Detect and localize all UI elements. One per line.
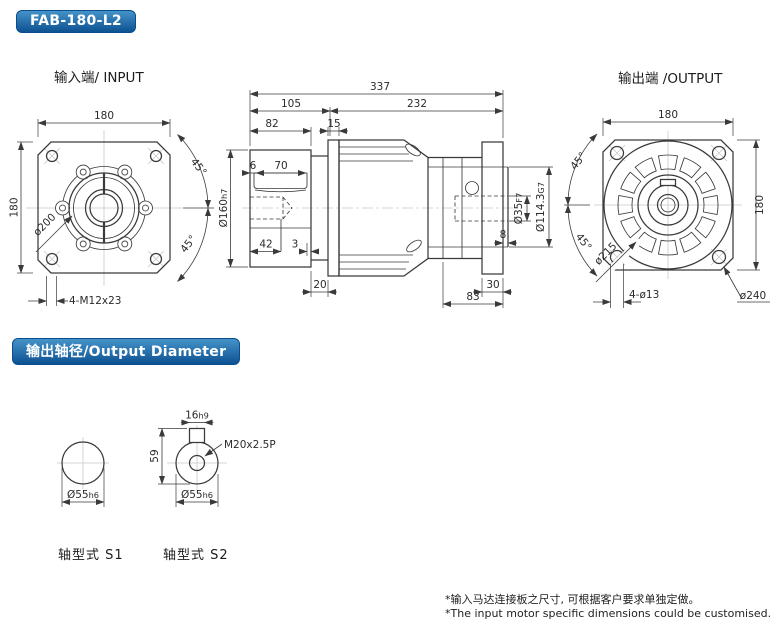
output-view-drawing: ø215 180 180 4-ø13 ø240 45° 45°	[564, 109, 770, 308]
input-view-label: 输入端/ INPUT	[54, 70, 144, 86]
corner-hole-centermarks	[608, 144, 728, 266]
side-dim-20: 20	[313, 279, 326, 291]
side-dim-rear: 232	[407, 98, 427, 110]
side-dim-15: 15	[327, 118, 340, 130]
input-bolt-circle-label: ø200	[31, 211, 58, 238]
s2-height-label: 59	[149, 449, 161, 462]
side-dim-bore: Ø35F7	[513, 193, 525, 225]
side-dim-pilot: Ø160h7	[218, 189, 230, 228]
s1-dia-label: Ø55h6	[67, 489, 99, 501]
input-angle-upper: 45°	[188, 156, 209, 178]
shaft-s2-drawing: 16h9 M20x2.5P 59 Ø55h6	[149, 410, 276, 507]
side-dim-8: 8	[500, 229, 507, 241]
footnotes: *输入马达连接板之尺寸, 可根据客户要求单独定做。 *The input mot…	[445, 593, 771, 622]
output-diameter-section-badge: 输出轴径/Output Diameter	[12, 338, 241, 365]
input-dim-height: 180	[9, 197, 21, 217]
side-dim-70: 70	[274, 160, 287, 172]
side-dim-total: 337	[370, 81, 390, 93]
shaft-type-s1-label: 轴型式 S1	[58, 548, 124, 563]
output-mount-holes-label: 4-ø13	[629, 289, 659, 301]
shaft-type-s2-label: 轴型式 S2	[163, 548, 229, 563]
input-angle-lower: 45°	[178, 233, 199, 255]
output-diagonal-label: ø240	[740, 290, 766, 302]
cooling-fins	[339, 146, 413, 270]
motor-bolt-bosses	[55, 164, 153, 252]
side-dim-front: 105	[281, 98, 301, 110]
output-view-label: 输出端 /OUTPUT	[618, 71, 723, 87]
output-dim-height: 180	[754, 195, 766, 215]
model-badge: FAB-180-L2	[16, 10, 136, 33]
side-dim-spigot: Ø114.3G7	[535, 182, 547, 232]
side-dim-83: 83	[466, 291, 479, 303]
side-dim-30: 30	[486, 279, 499, 291]
s2-dia-label: Ø55h6	[181, 489, 213, 501]
corner-hole-centermarks	[43, 147, 165, 268]
footnote-chinese: *输入马达连接板之尺寸, 可根据客户要求单独定做。	[445, 593, 700, 606]
input-dim-width: 180	[94, 110, 114, 122]
s2-key-label: 16h9	[185, 410, 209, 422]
side-dim-3: 3	[292, 239, 299, 251]
output-angle-lower: 45°	[573, 231, 594, 253]
side-dim-42: 42	[259, 239, 272, 251]
output-angle-upper: 45°	[568, 150, 589, 172]
footnote-english: *The input motor specific dimensions cou…	[445, 607, 772, 621]
side-dim-82: 82	[265, 118, 278, 130]
input-mount-holes-label: 4-M12x23	[69, 295, 121, 307]
side-dim-6: 6	[250, 160, 257, 172]
s2-thread-label: M20x2.5P	[224, 439, 276, 451]
side-view-drawing: 337 105 232 82 15 6 70 42 3 20 83	[218, 81, 553, 308]
output-dim-width: 180	[658, 109, 678, 121]
input-view-drawing: 180 180 ø200 4-M12x23 45° 45°	[9, 110, 214, 307]
shaft-s1-drawing: Ø55h6	[57, 437, 109, 507]
